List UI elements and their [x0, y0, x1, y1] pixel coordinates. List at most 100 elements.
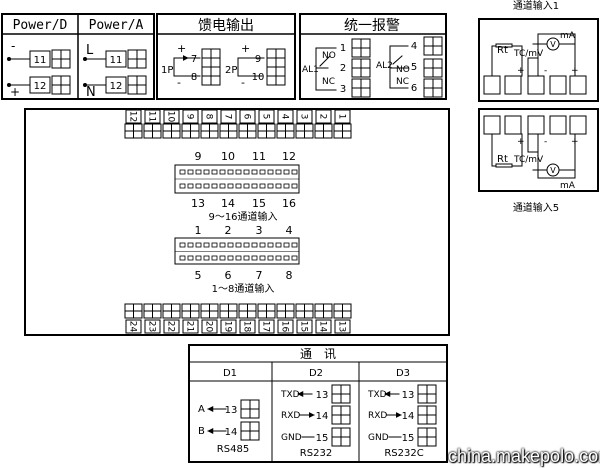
conn-lower-top-1: 2 — [225, 224, 232, 237]
alarm-term-3: 3 — [340, 84, 346, 95]
bottom-terminal-23: 23 — [143, 303, 162, 334]
top-terminal-label: 11 — [147, 111, 157, 122]
top-terminal-5: 5 — [257, 109, 276, 139]
conn-upper-bottom-2: 15 — [252, 197, 266, 210]
feed-term-8: 8 — [191, 72, 197, 83]
feed-minus-2: - — [241, 76, 245, 89]
bottom-terminal-13: 13 — [333, 303, 352, 334]
bottom-terminal-21: 21 — [181, 303, 200, 334]
feed-2p: 2P — [225, 65, 237, 76]
comm-d2-term-15: 15 — [316, 433, 329, 444]
input1-ma: mA — [560, 31, 576, 41]
top-terminal-12: 12 — [124, 109, 143, 139]
top-terminal-6: 6 — [238, 109, 257, 139]
power-a-term-11: 11 — [110, 55, 123, 66]
connector-1-8: 1 2 3 4 5 6 7 8 1～8通道输入 — [174, 224, 300, 295]
comm-d3-rxd: RXD — [368, 411, 387, 421]
bottom-terminal-label: 13 — [337, 321, 347, 332]
bottom-terminal-label: 24 — [128, 321, 138, 333]
comm-d1-term-13: 13 — [225, 405, 238, 416]
top-terminal-label: 9 — [185, 114, 195, 120]
input5-v: V — [550, 166, 556, 175]
bottom-terminal-16: 16 — [276, 303, 295, 334]
conn-upper-top-2: 11 — [252, 150, 266, 163]
conn-lower-bottom-1: 6 — [225, 269, 232, 282]
alarm-term-1: 1 — [340, 43, 346, 54]
bottom-terminal-20: 20 — [200, 303, 219, 334]
bottom-terminal-label: 23 — [147, 321, 157, 332]
bottom-terminal-label: 16 — [280, 321, 290, 333]
channel-input-5-label: 通道输入5 — [513, 201, 559, 214]
conn-upper-bottom-1: 14 — [221, 197, 235, 210]
power-d-plus: + — [10, 85, 20, 99]
feed-minus-1: - — [177, 76, 181, 89]
comm-d2-gnd: GND — [281, 433, 302, 443]
channel-input-5-panel: + - + Rt TC/mV V mA 通道输入5 — [478, 108, 599, 214]
alarm-term-6: 6 — [411, 83, 417, 94]
top-terminal-4: 4 — [276, 109, 295, 139]
communication-panel: 通 讯 D1 D2 D3 A 13 B 14 RS485 TXD 13 RXD … — [188, 344, 448, 463]
connector-9-16: 9 10 11 12 13 14 15 16 9～16通道输入 — [174, 150, 300, 223]
alarm-nc-1: NC — [322, 77, 335, 87]
comm-d2-rxd: RXD — [281, 411, 300, 421]
comm-d1: D1 — [223, 368, 237, 379]
comm-d2: D2 — [309, 368, 323, 379]
top-terminal-1: 1 — [333, 109, 352, 139]
comm-d3-gnd: GND — [368, 433, 389, 443]
top-terminal-11: 11 — [143, 109, 162, 139]
alarm-no-2: NO — [396, 65, 410, 75]
bottom-terminal-22: 22 — [162, 303, 181, 334]
conn-upper-bottom-3: 16 — [282, 197, 296, 210]
conn-lower-top-2: 3 — [256, 224, 263, 237]
bottom-terminal-label: 18 — [242, 321, 252, 333]
comm-d2-term-13: 13 — [316, 390, 329, 401]
bottom-terminal-label: 20 — [204, 321, 214, 333]
comm-d3-term-13: 13 — [402, 390, 415, 401]
power-a-title: Power/A — [89, 18, 144, 33]
comm-d1-a: A — [198, 404, 205, 415]
power-d-minus: - — [11, 39, 15, 53]
bottom-terminal-label: 17 — [261, 321, 271, 332]
comm-d3-txd: TXD — [367, 390, 387, 400]
alarm-al2: AL2 — [376, 61, 393, 71]
conn-lower-top-0: 1 — [195, 224, 202, 237]
alarm-no-1: NO — [322, 51, 336, 61]
comm-d3: D3 — [396, 368, 410, 379]
conn-lower-bottom-2: 7 — [256, 269, 263, 282]
comm-d2-txd: TXD — [280, 390, 300, 400]
input1-plus-2: + — [571, 66, 579, 76]
feed-plus-1: + — [177, 42, 186, 55]
top-terminal-label: 4 — [280, 114, 290, 120]
feed-1p: 1P — [161, 65, 173, 76]
comm-rs232c: RS232C — [384, 448, 423, 459]
comm-title: 通 讯 — [300, 347, 336, 361]
bottom-terminal-19: 19 — [219, 303, 238, 334]
input5-rt: Rt — [497, 154, 508, 165]
bottom-terminal-24: 24 — [124, 303, 143, 334]
channel-input-1-label: 通道输入1 — [513, 0, 559, 12]
bottom-terminal-label: 22 — [166, 321, 176, 332]
alarm-panel: 统一报警 AL1 NO NC 1 2 3 AL2 NO NC 4 5 6 — [299, 13, 447, 100]
top-terminal-label: 7 — [223, 114, 233, 120]
input5-plus-1: + — [517, 137, 525, 147]
input5-ma: mA — [560, 181, 576, 191]
bottom-terminal-label: 14 — [318, 321, 328, 333]
alarm-nc-2: NC — [396, 77, 409, 87]
top-terminal-2: 2 — [314, 109, 333, 139]
bottom-terminal-14: 14 — [314, 303, 333, 334]
top-terminal-8: 8 — [200, 109, 219, 139]
channel-input-1-panel: 通道输入1 Rt TC/mV mA V + - + — [478, 0, 599, 102]
power-a-l: L — [86, 43, 94, 58]
feed-output-panel: 馈电输出 + - 1P 7 8 + - 2P 9 10 — [156, 13, 296, 100]
conn-lower-bottom-0: 5 — [195, 269, 202, 282]
alarm-term-2: 2 — [340, 63, 346, 74]
conn-upper-top-3: 12 — [282, 150, 296, 163]
top-terminal-label: 5 — [261, 114, 271, 120]
conn-upper-bottom-0: 13 — [191, 197, 205, 210]
top-terminal-label: 2 — [318, 114, 328, 120]
input1-v: V — [550, 40, 556, 49]
comm-d1-b: B — [198, 426, 205, 437]
power-a-n: N — [86, 85, 96, 100]
